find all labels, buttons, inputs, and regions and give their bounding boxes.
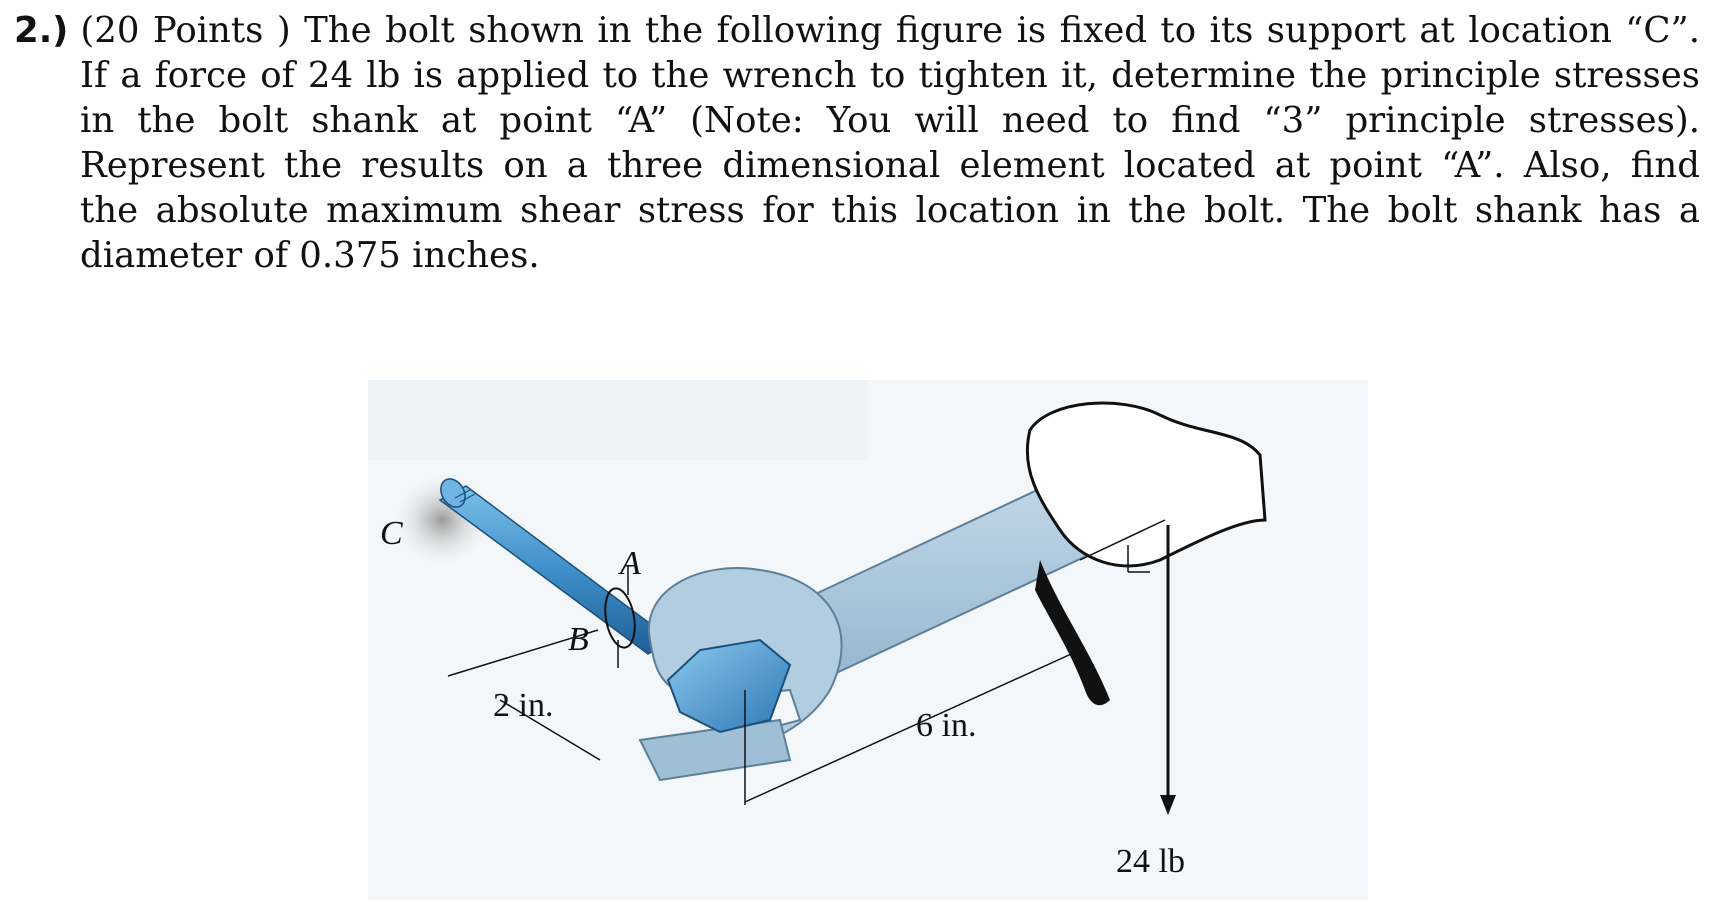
problem-text-line: If a force of 24 lb is applied to the wr… [80, 55, 1700, 96]
dimension-2in [447, 629, 601, 761]
problem-text-line: the absolute maximum shear stress for th… [80, 190, 1700, 231]
label-a: A [618, 545, 641, 582]
label-b: B [568, 621, 589, 658]
hex-nut [666, 638, 792, 734]
problem-line-6: diameter of 0.375 inches. [80, 233, 1700, 279]
problem-text-line: in the bolt shank at point “A” (Note: Yo… [80, 100, 1700, 141]
hand [1025, 401, 1267, 568]
hand-shadow [1035, 560, 1110, 706]
dimension-6in-label: 6 in. [916, 707, 976, 744]
problem-text-line: (20 Points ) The bolt shown in the follo… [80, 10, 1700, 51]
figure-background-band [368, 380, 868, 460]
problem-line-3: in the bolt shank at point “A” (Note: Yo… [80, 98, 1700, 144]
problem-text-line: diameter of 0.375 inches. [80, 235, 540, 276]
dimension-6in [744, 519, 1166, 805]
problem-line-5: the absolute maximum shear stress for th… [80, 188, 1700, 234]
label-c: C [380, 515, 403, 552]
dimension-2in-label: 2 in. [493, 687, 553, 724]
force-label: 24 lb [1116, 843, 1185, 880]
problem-line-4: Represent the results on a three dimensi… [80, 143, 1700, 189]
section-ring [604, 587, 636, 649]
problem-line-2: If a force of 24 lb is applied to the wr… [80, 53, 1700, 99]
problem-number: 2.) [14, 10, 69, 51]
force-arrow [1127, 525, 1176, 815]
problem-line-1: 2.) (20 Points ) The bolt shown in the f… [14, 8, 1700, 54]
problem-text-line: Represent the results on a three dimensi… [80, 145, 1700, 186]
